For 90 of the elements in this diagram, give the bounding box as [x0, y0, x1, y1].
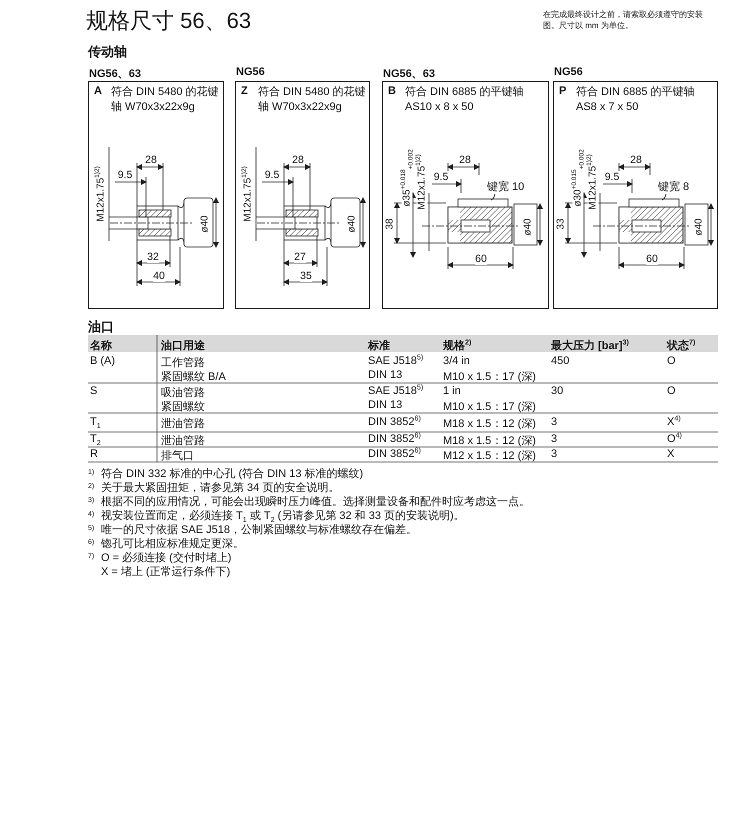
- column-header: 标准: [368, 338, 390, 353]
- table-entry: 排气口: [161, 449, 194, 463]
- table-entry: 工作管路: [161, 356, 205, 370]
- section-heading: 油口: [88, 318, 114, 336]
- table-entry: O: [667, 355, 676, 367]
- leader-line: [662, 194, 666, 200]
- table-entry: R: [90, 448, 98, 460]
- table-entry: DIN 13: [368, 369, 402, 381]
- dimension-label: ø40: [694, 218, 704, 236]
- footnote-text: 符合 DIN 332 标准的中心孔 (符合 DIN 13 标准的螺纹): [101, 466, 364, 481]
- dimension-label: 9.5: [604, 171, 620, 183]
- table-entry: 紧固螺纹: [161, 400, 205, 414]
- table-entry: M10 x 1.5：17 (深): [443, 370, 536, 384]
- panel-heading: NG56: [236, 66, 265, 78]
- table-entry: SAE J518$^{5)}$: [368, 385, 424, 397]
- table-entry: S: [90, 385, 98, 397]
- table-entry: X: [667, 448, 674, 460]
- panel-heading: NG56: [554, 66, 583, 78]
- table-entry: 3: [551, 433, 558, 445]
- table-entry: T$_{1}$: [90, 416, 101, 428]
- dimension-label: ø40: [522, 218, 534, 236]
- table-entry: M12 x 1.5：12 (深): [443, 449, 536, 463]
- dimension-label: 28: [459, 154, 471, 166]
- dimension-label: 27: [294, 251, 306, 263]
- dimension-label: 9.5: [118, 169, 132, 181]
- table-entry: O: [667, 385, 676, 397]
- dimension-label: 9.5: [264, 169, 280, 181]
- table-entry: DIN 13: [368, 399, 402, 411]
- page-title: 规格尺寸 56、63: [86, 7, 252, 35]
- callout-text: 键宽 8: [658, 179, 690, 194]
- table-entry: 450: [551, 355, 570, 367]
- variant-letter: B: [388, 85, 396, 97]
- table-entry: DIN 3852$^{6)}$: [368, 448, 421, 460]
- table-entry: 泄油管路: [161, 417, 205, 431]
- shaft-description: 符合 DIN 6885 的平键轴 AS8 x 7 x 50: [576, 85, 696, 115]
- table-entry: DIN 3852$^{6)}$: [368, 416, 421, 428]
- footnote-text: 锪孔可比相应标准规定更深。: [101, 536, 244, 551]
- section-heading: 传动轴: [88, 43, 127, 61]
- callout-text: 键宽 10: [487, 179, 524, 194]
- table-entry: B (A): [90, 355, 116, 367]
- footnote-text: O = 必须连接 (交付时堵上): [101, 550, 232, 565]
- dimension-label: 35: [300, 270, 312, 282]
- table-entry: M18 x 1.5：12 (深): [443, 417, 536, 431]
- table-entry: M18 x 1.5：12 (深): [443, 434, 536, 448]
- dimension-label: 40: [153, 270, 165, 282]
- table-entry: X$^{4)}$: [667, 416, 681, 428]
- dimension-label: 33: [556, 218, 566, 230]
- dimension-label: 28: [292, 154, 304, 166]
- variant-letter: Z: [241, 85, 248, 97]
- shaft-description: 符合 DIN 5480 的花键轴 W70x3x22x9g: [258, 85, 367, 115]
- dimension-label: 28: [630, 154, 642, 166]
- dimension-label: 9.5: [434, 171, 448, 183]
- table-entry: 30: [551, 385, 564, 397]
- table-entry: 3: [551, 448, 558, 460]
- table-entry: 紧固螺纹 B/A: [161, 370, 226, 384]
- variant-letter: P: [559, 85, 566, 97]
- table-entry: DIN 3852$^{6)}$: [368, 433, 421, 445]
- dimension-label: 38: [384, 218, 396, 230]
- dimension-label: 60: [646, 253, 658, 265]
- table-entry: SAE J518$^{5)}$: [368, 355, 424, 367]
- table-entry: 3/4 in: [443, 355, 470, 367]
- column-header: 状态$^{7)}$: [667, 338, 696, 353]
- dimension-label: 28: [145, 154, 157, 166]
- footnote-text: 视安装位置而定，必须连接 T$_{1}$ 或 T$_{2}$ (另请参见第 32 和 33 页的安装说明)。: [101, 508, 465, 523]
- table-entry: 泄油管路: [161, 434, 205, 448]
- shaft-description: 符合 DIN 5480 的花键轴 W70x3x22x9g: [111, 85, 220, 115]
- shaft-description: 符合 DIN 6885 的平键轴 AS10 x 8 x 50: [405, 85, 525, 115]
- footnote-text: 根据不同的应用情况，可能会出现瞬时压力峰值。选择测量设备和配件时应考虑这一点。: [101, 494, 530, 509]
- panel-heading: NG56、63: [89, 67, 141, 81]
- note-text: 在完成最终设计之前，请索取必须遵守的安装图。尺寸以 mm 为单位。: [543, 9, 704, 31]
- column-header: 最大压力 [bar]$^{3)}$: [551, 338, 629, 353]
- panel-heading: NG56、63: [383, 67, 435, 81]
- table-entry: 1 in: [443, 385, 461, 397]
- dimension-label: ø40: [346, 215, 358, 233]
- footnote-text: 唯一的尺寸依据 SAE J518，公制紧固螺纹与标准螺纹存在偏差。: [101, 522, 417, 537]
- table-entry: T$_{2}$: [90, 433, 101, 445]
- footnote-text: 关于最大紧固扭矩，请参见第 34 页的安全说明。: [101, 480, 340, 495]
- table-entry: 吸油管路: [161, 386, 205, 400]
- dimension-label: 60: [475, 253, 487, 265]
- table-entry: O$^{4)}$: [667, 433, 682, 445]
- column-header: 油口用途: [161, 338, 205, 353]
- dimension-label: ø40: [200, 215, 210, 233]
- column-header: 规格$^{2)}$: [443, 338, 472, 353]
- table-entry: 3: [551, 416, 558, 428]
- variant-letter: A: [94, 85, 102, 97]
- table-entry: M10 x 1.5：17 (深): [443, 400, 536, 414]
- leader-line: [490, 194, 496, 200]
- dimension-label: 32: [147, 251, 159, 263]
- footnote-text: X = 堵上 (正常运行条件下): [101, 565, 230, 579]
- column-header: 名称: [90, 338, 112, 353]
